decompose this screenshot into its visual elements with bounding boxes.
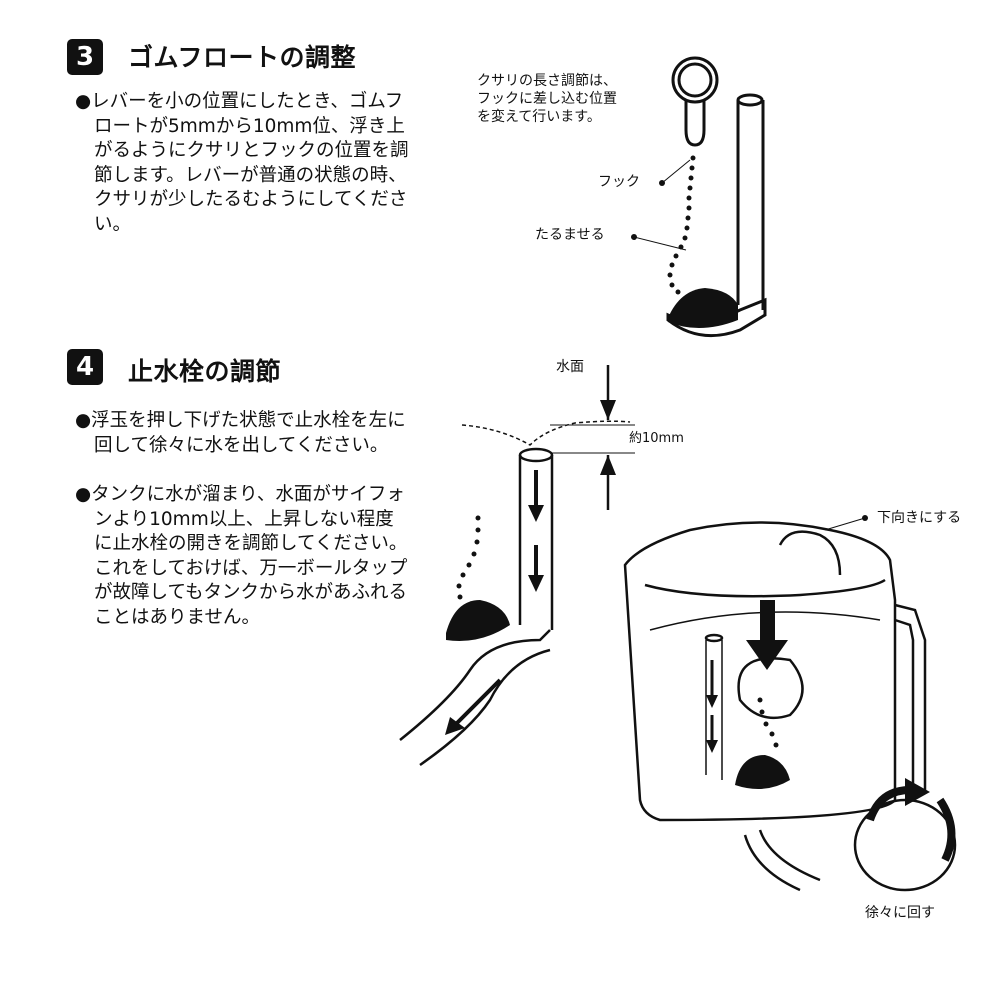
gap-label: 約10mm [629, 431, 684, 446]
section-title-3: ゴムフロートの調整 [128, 43, 357, 72]
chain-adjust-note: クサリの長さ調節は、 フックに差し込む位置 を変えて行います。 [477, 73, 617, 125]
step-number-4: 4 [67, 349, 103, 385]
downward-label: 下向きにする [877, 510, 962, 526]
water-surface-label: 水面 [556, 359, 584, 375]
turn-slowly-label: 徐々に回す [865, 905, 935, 921]
instruction-paragraph: ●レバーを小の位置にしたとき、ゴムフロートが5mmから10mm位、浮き上がるよう… [75, 91, 409, 235]
step-number-3: 3 [67, 39, 103, 75]
slack-label: たるませる [535, 227, 605, 243]
instruction-paragraph: ●浮玉を押し下げた状態で止水栓を左に回して徐々に水を出してください。 [75, 410, 406, 456]
instruction-paragraph: ●タンクに水が溜まり、水面がサイフォンより10mm以上、上昇しない程度に止水栓の… [75, 484, 408, 628]
hook-label: フック [598, 174, 640, 190]
section-title-4: 止水栓の調節 [128, 357, 282, 386]
